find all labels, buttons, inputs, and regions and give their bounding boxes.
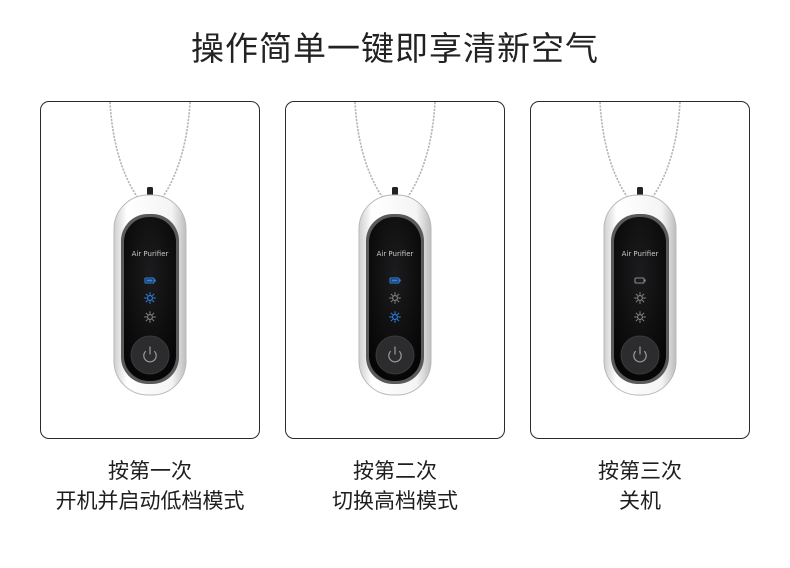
step-label: 按第二次 <box>353 459 437 483</box>
necklace-chain <box>109 102 191 199</box>
battery-icon <box>634 277 646 284</box>
battery-icon <box>144 277 156 284</box>
power-icon <box>143 346 157 363</box>
high-speed-icon <box>634 311 646 323</box>
high-speed-icon <box>389 311 401 323</box>
purifier-illustration: Air Purifier <box>599 102 681 396</box>
power-icon <box>633 346 647 363</box>
power-button <box>375 335 415 375</box>
step-label: 按第三次 <box>598 459 682 483</box>
step-card-2: Air Purifier <box>285 101 505 439</box>
device-label: Air Purifier <box>377 250 414 258</box>
power-icon <box>388 346 402 363</box>
power-button <box>620 335 660 375</box>
device-label: Air Purifier <box>622 250 659 258</box>
page-title: 操作简单一键即享清新空气 <box>191 29 599 68</box>
step-description: 关机 <box>619 489 661 513</box>
necklace-chain <box>354 102 436 199</box>
device-screen <box>369 217 421 381</box>
device-screen <box>124 217 176 381</box>
purifier-illustration: Air Purifier <box>109 102 191 396</box>
step-caption-3: 按第三次 关机 <box>510 456 770 516</box>
step-caption-1: 按第一次 开机并启动低档模式 <box>20 456 280 516</box>
step-label: 按第一次 <box>108 459 192 483</box>
step-description: 切换高档模式 <box>332 489 458 513</box>
device-label: Air Purifier <box>132 250 169 258</box>
low-speed-icon <box>634 292 646 304</box>
purifier-illustration: Air Purifier <box>354 102 436 396</box>
low-speed-icon <box>144 292 156 304</box>
low-speed-icon <box>389 292 401 304</box>
high-speed-icon <box>144 311 156 323</box>
step-caption-2: 按第二次 切换高档模式 <box>265 456 525 516</box>
power-button <box>130 335 170 375</box>
step-description: 开机并启动低档模式 <box>55 489 245 513</box>
device-screen <box>614 217 666 381</box>
step-card-1: Air Purifier <box>40 101 260 439</box>
necklace-chain <box>599 102 681 199</box>
battery-icon <box>389 277 401 284</box>
step-card-3: Air Purifier <box>530 101 750 439</box>
